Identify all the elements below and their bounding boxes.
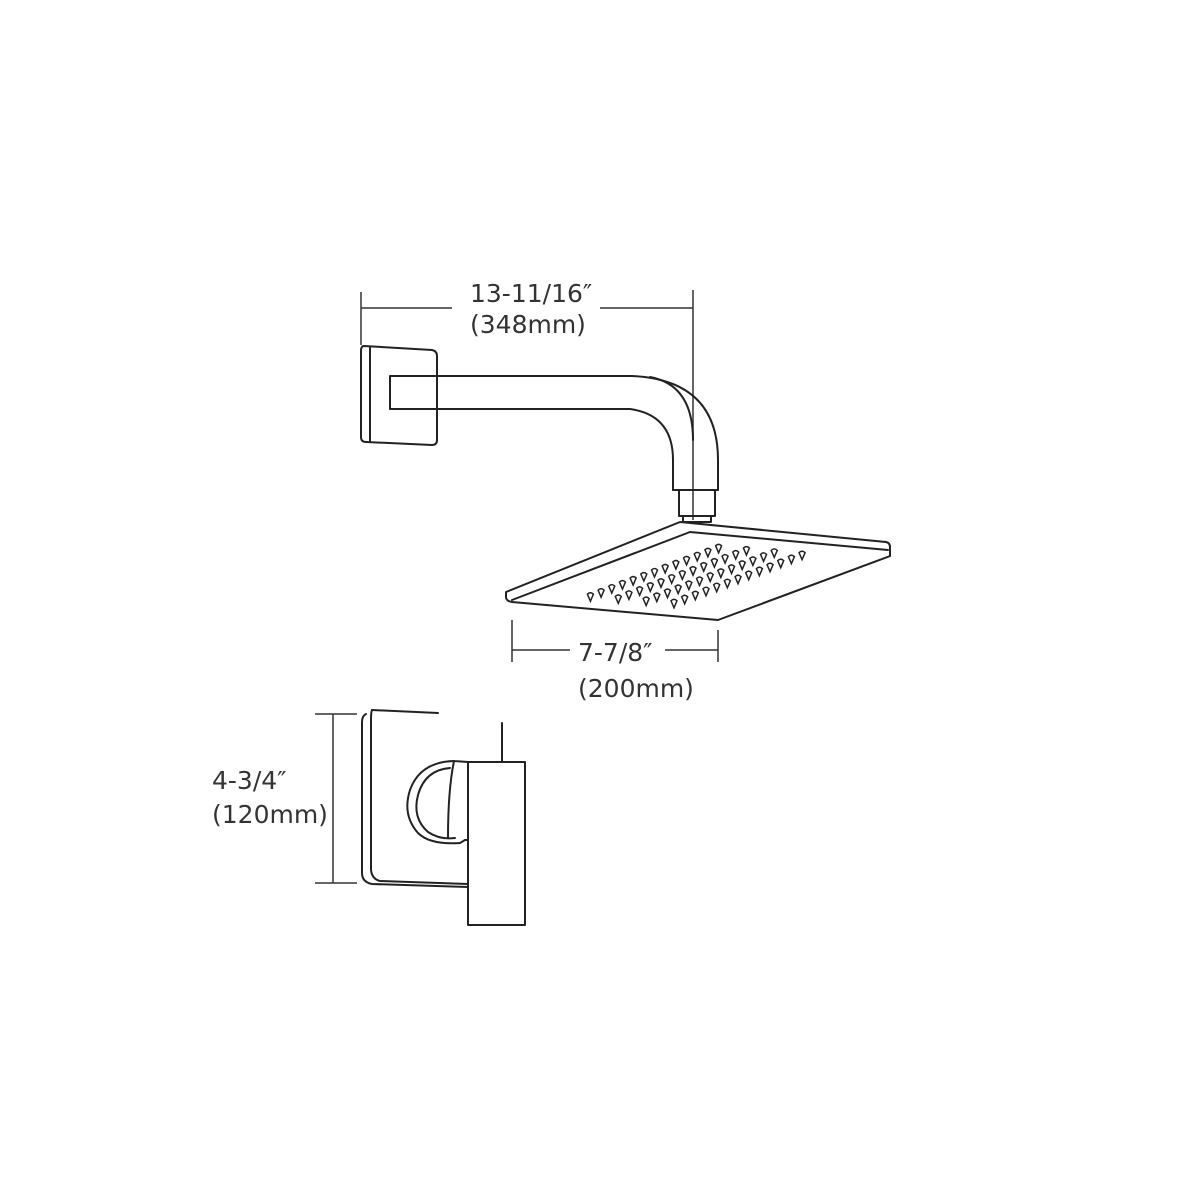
nozzle — [798, 550, 806, 562]
nozzle — [755, 566, 764, 578]
nozzle — [759, 552, 768, 564]
nozzle — [702, 586, 710, 598]
arm-length-dimension: 13-11/16″ (348mm) — [360, 279, 694, 520]
nozzle — [635, 586, 644, 598]
nozzle — [744, 570, 753, 582]
nozzle — [671, 559, 680, 571]
nozzle — [680, 594, 689, 606]
nozzle — [693, 551, 702, 563]
shower-arm — [360, 345, 719, 491]
nozzle — [766, 562, 774, 574]
nozzle — [712, 582, 721, 594]
valve-trim — [361, 709, 526, 926]
nozzle — [734, 574, 742, 586]
spray-nozzles — [586, 543, 806, 610]
nozzle — [618, 579, 627, 592]
arm-length-metric: (348mm) — [470, 310, 586, 339]
swivel-connector — [678, 489, 716, 523]
nozzle — [691, 590, 700, 602]
nozzle — [738, 560, 747, 572]
nozzle — [721, 553, 729, 566]
nozzle — [770, 548, 779, 560]
nozzle — [714, 543, 723, 555]
nozzle — [742, 545, 751, 557]
nozzle — [787, 554, 796, 566]
nozzle — [695, 576, 704, 588]
nozzle — [661, 563, 670, 575]
nozzle — [667, 574, 676, 586]
nozzle — [704, 547, 712, 559]
nozzle — [597, 587, 605, 600]
nozzle — [639, 571, 648, 583]
nozzle — [642, 596, 651, 608]
arm-length-imperial: 13-11/16″ — [470, 279, 592, 308]
nozzle — [650, 567, 659, 579]
nozzle — [625, 590, 633, 602]
nozzle — [614, 594, 623, 606]
nozzle — [657, 578, 665, 590]
valve-height-dimension: 4-3/4″ (120mm) — [212, 713, 357, 884]
nozzle — [678, 569, 687, 582]
nozzle — [684, 580, 693, 592]
nozzle — [670, 598, 678, 610]
nozzle — [710, 557, 719, 570]
nozzle — [663, 588, 672, 600]
valve-height-metric: (120mm) — [212, 800, 328, 829]
shower-head — [505, 521, 891, 621]
nozzle — [652, 592, 661, 604]
nozzle — [731, 549, 740, 562]
nozzle — [646, 582, 655, 594]
nozzle — [674, 584, 683, 596]
nozzle — [607, 583, 616, 596]
head-width-imperial: 7-7/8″ — [578, 638, 653, 667]
nozzle — [749, 556, 757, 568]
nozzle — [727, 564, 736, 576]
nozzle — [699, 561, 708, 574]
head-width-metric: (200mm) — [578, 674, 694, 703]
nozzle — [629, 575, 638, 587]
nozzle — [682, 555, 691, 567]
nozzle — [586, 591, 595, 604]
valve-height-imperial: 4-3/4″ — [212, 766, 287, 795]
nozzle — [689, 565, 697, 578]
nozzle — [716, 568, 725, 580]
nozzle — [776, 558, 785, 570]
head-width-dimension: 7-7/8″ (200mm) — [511, 620, 719, 703]
nozzle — [723, 578, 732, 590]
nozzle — [706, 572, 715, 584]
